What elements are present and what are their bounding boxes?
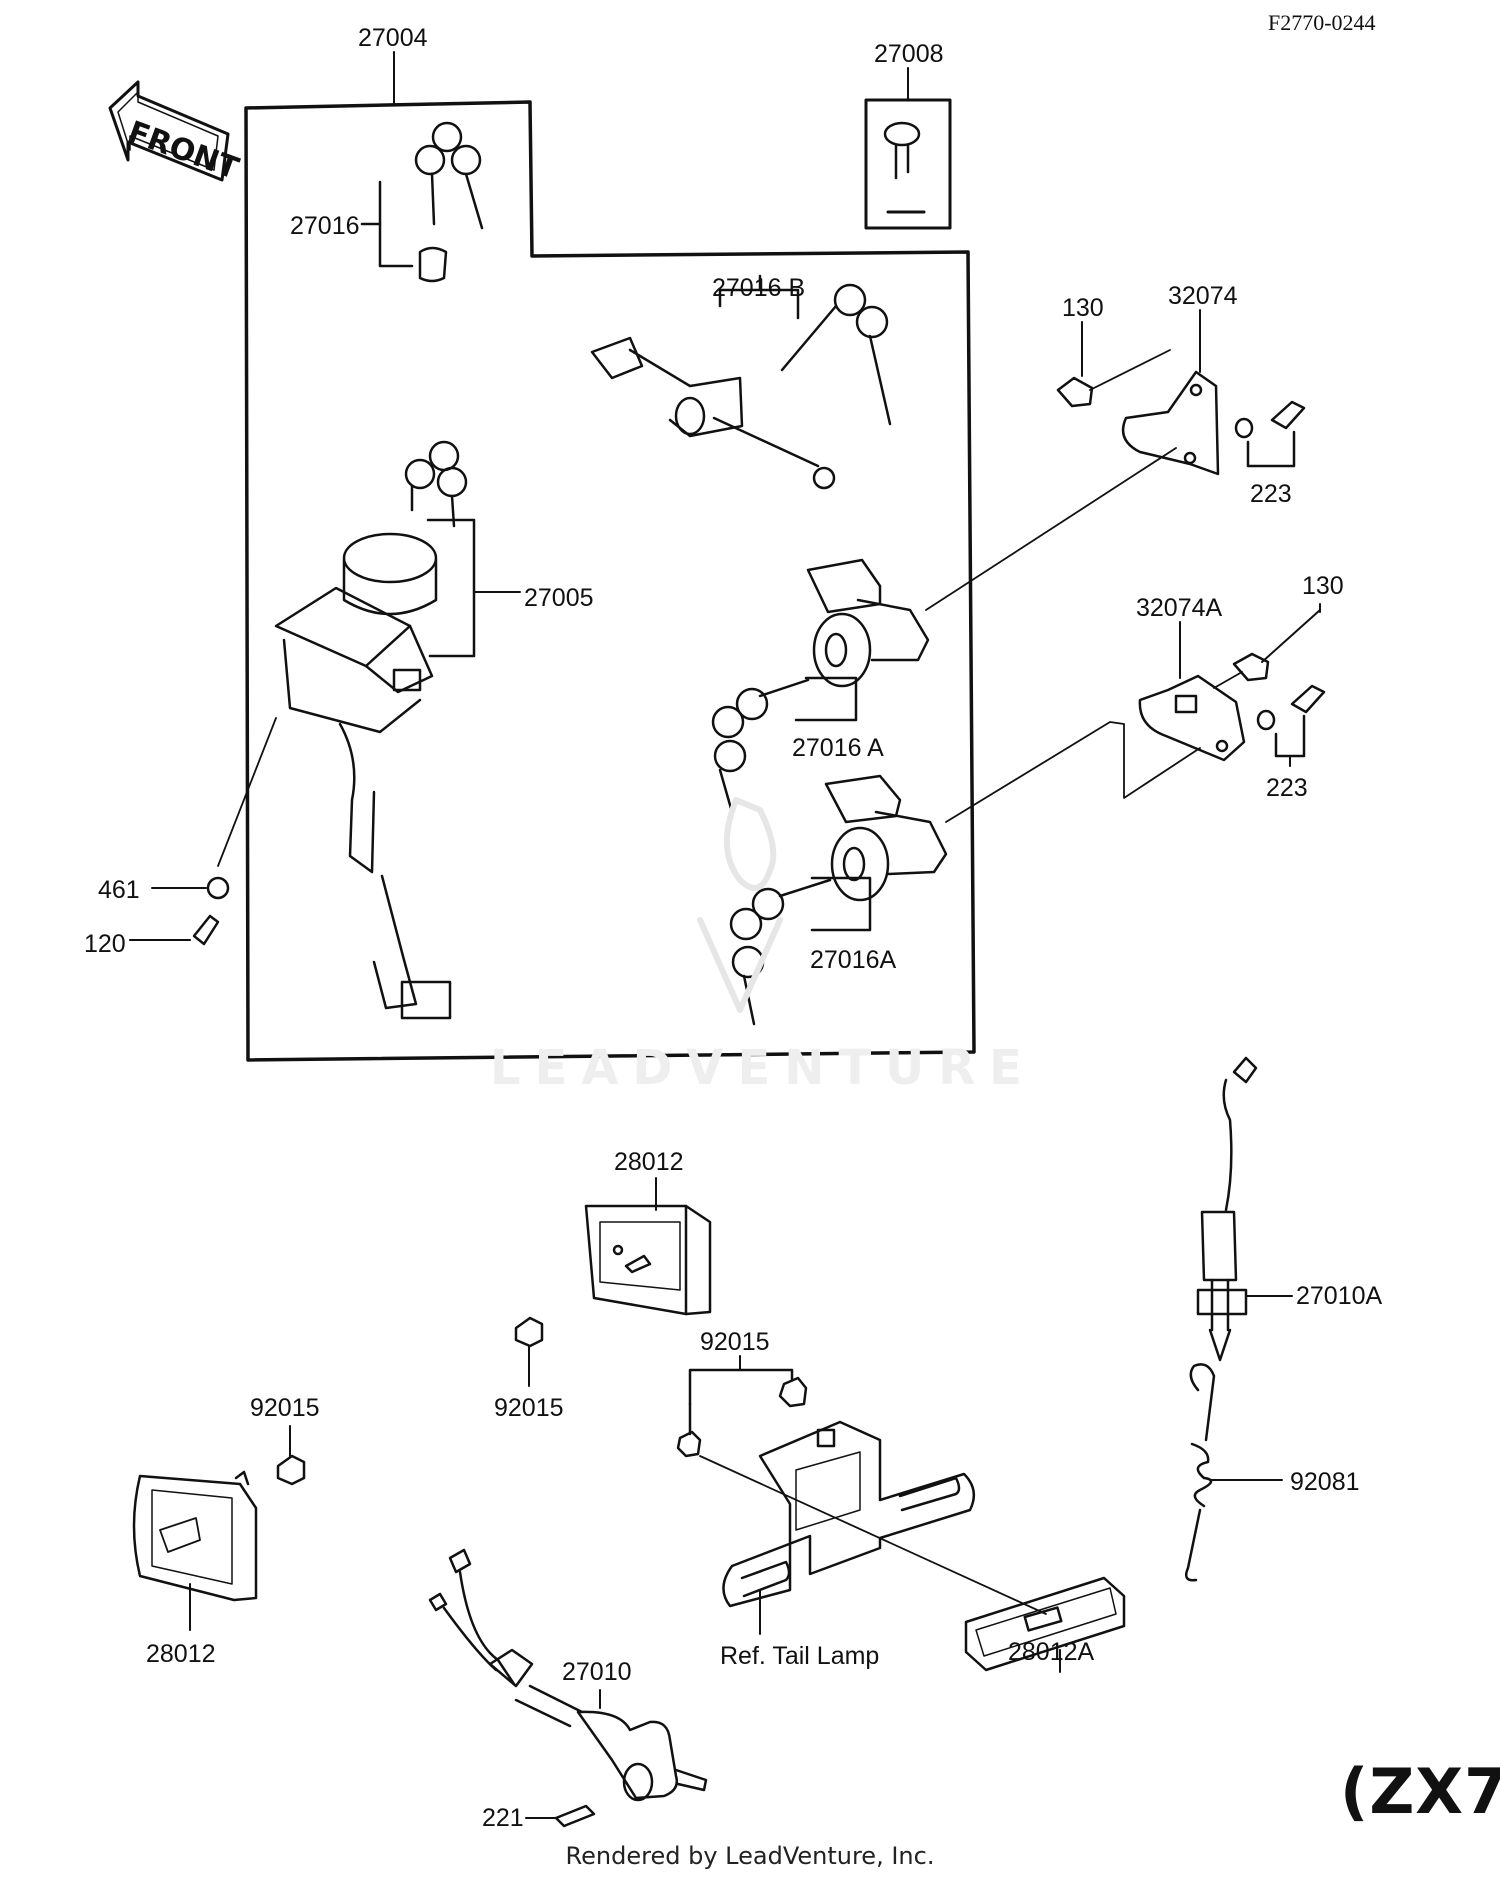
lamp-28012-left: [132, 1470, 258, 1631]
switch-27010: [428, 1548, 708, 1828]
tail-lamp-bracket: [699, 1420, 1047, 1635]
label-27008: 27008: [874, 40, 944, 68]
label-130-top: 130: [1062, 294, 1104, 322]
label-32074: 32074: [1168, 282, 1238, 310]
lock-27016a-upper: [711, 447, 1177, 814]
ignition-switch-27005: [217, 440, 521, 1020]
label-92081: 92081: [1290, 1468, 1360, 1496]
lamp-28012-top: [584, 1177, 712, 1316]
label-27016: 27016: [290, 212, 360, 240]
nut-461: [151, 876, 230, 900]
model-label: (ZX7: [1340, 1755, 1500, 1828]
lock-27016a-lower: [729, 721, 1201, 1026]
bolt-120: [129, 914, 220, 946]
key-tag-27008: [864, 67, 952, 230]
nut-92015-right-pair: [676, 1355, 808, 1458]
nut-92015-center: [514, 1316, 544, 1387]
keys-27016: [360, 121, 484, 283]
label-221: 221: [482, 1804, 524, 1832]
label-27010a: 27010A: [1296, 1282, 1383, 1310]
nut-92015-left: [276, 1425, 306, 1486]
switch-27010a: [1196, 1056, 1293, 1362]
group-outline-27004: [244, 100, 976, 1062]
label-92015-right: 92015: [700, 1328, 770, 1356]
label-27010: 27010: [562, 1658, 632, 1686]
label-27005: 27005: [524, 584, 594, 612]
label-ref-tail-lamp: Ref. Tail Lamp: [720, 1642, 880, 1670]
spring-92081: [1185, 1363, 1283, 1582]
label-28012a: 28012A: [1008, 1638, 1095, 1666]
label-28012-left: 28012: [146, 1640, 216, 1668]
footer-credit: Rendered by LeadVenture, Inc.: [565, 1842, 935, 1870]
label-130-right: 130: [1302, 572, 1344, 600]
label-32074a: 32074A: [1136, 594, 1223, 622]
diagram-code: F2770-0244: [1268, 10, 1376, 35]
lock-27016b: [590, 274, 892, 490]
label-92015-left: 92015: [250, 1394, 320, 1422]
bracket-32074a: [1138, 603, 1326, 767]
label-27016a-upper: 27016 A: [792, 734, 884, 762]
watermark-logo-icon: [697, 797, 783, 1013]
lens-28012a: [964, 1576, 1126, 1673]
label-27016b: 27016 B: [712, 274, 806, 302]
label-461: 461: [98, 876, 140, 904]
label-27004: 27004: [358, 24, 428, 52]
watermark-text: LEADVENTURE: [490, 1040, 1036, 1096]
label-27016a-lower: 27016A: [810, 946, 897, 974]
label-120: 120: [84, 930, 126, 958]
label-28012-top: 28012: [614, 1148, 684, 1176]
label-92015-center: 92015: [494, 1394, 564, 1422]
label-223-top: 223: [1250, 480, 1292, 508]
front-arrow-icon: FRONT: [108, 80, 243, 187]
bracket-32074: [1056, 309, 1306, 476]
label-223-lower: 223: [1266, 774, 1308, 802]
